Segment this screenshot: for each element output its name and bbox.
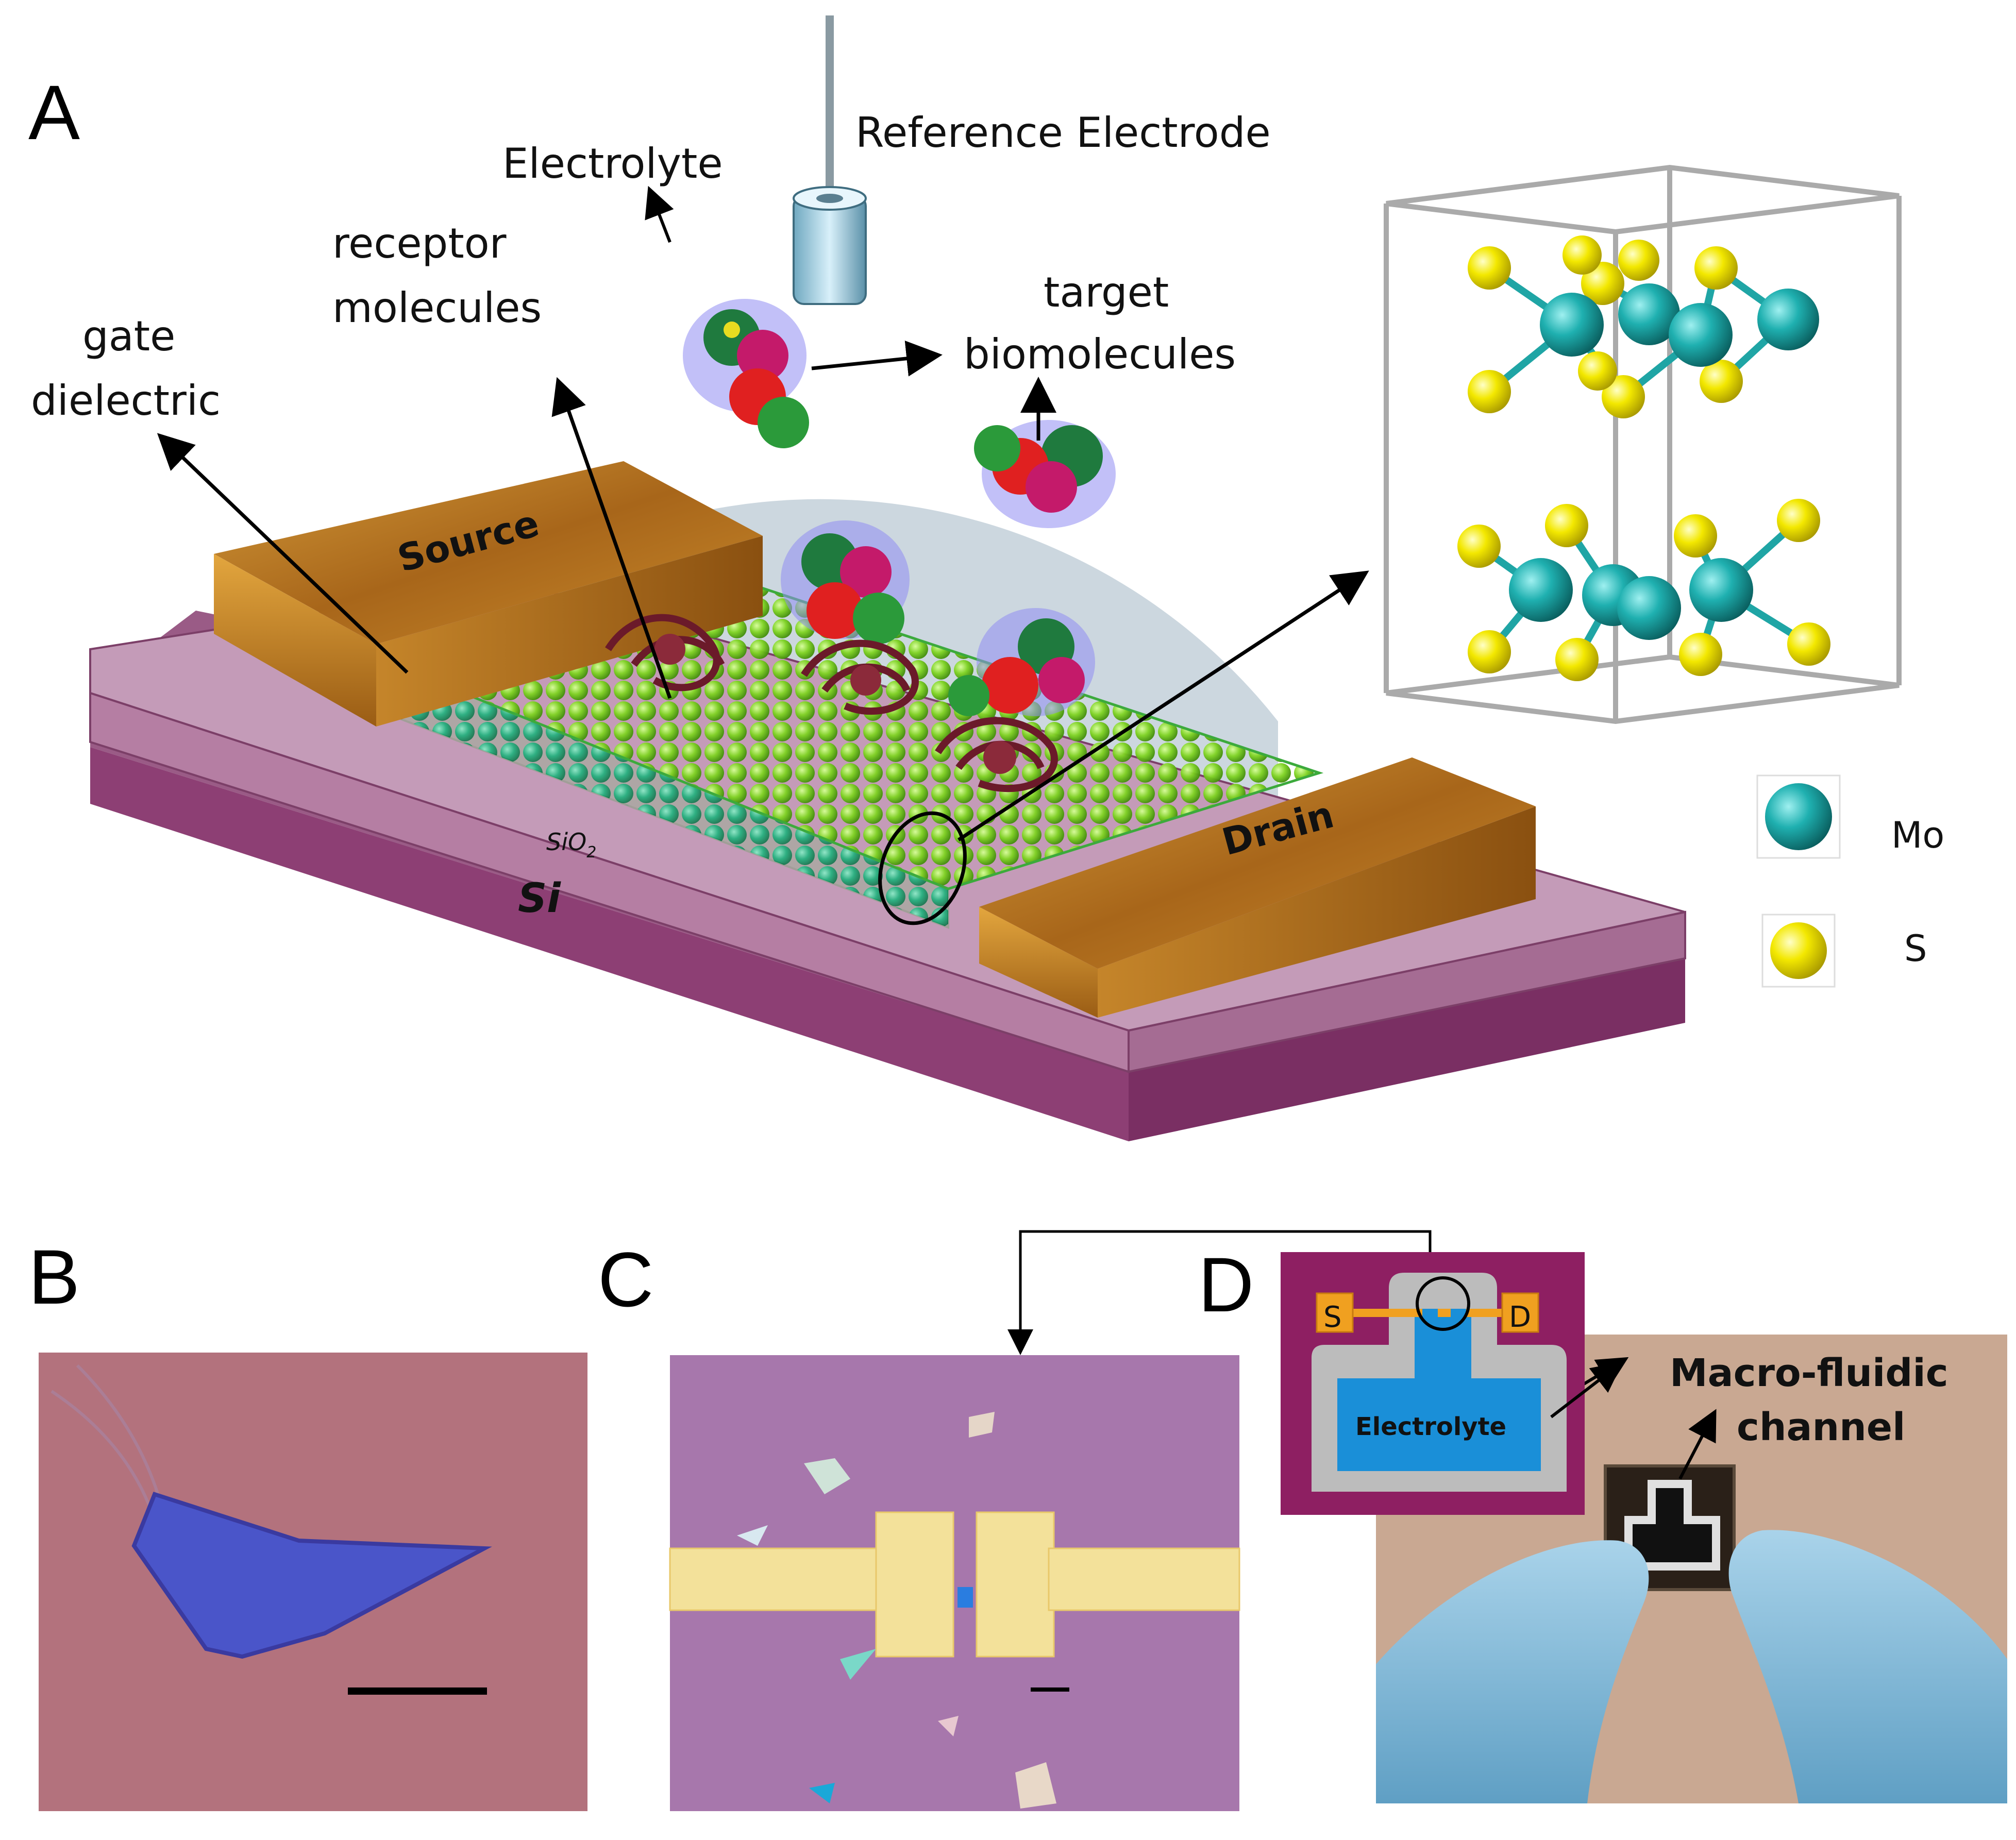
mos2-channel: [382, 578, 1324, 929]
panel-b-label: B: [28, 1234, 80, 1320]
electrode-pattern: [669, 1511, 1240, 1658]
sio2-subscript: 2: [586, 843, 596, 862]
si-label: Si: [518, 875, 561, 922]
reference-electrode-label: Reference Electrode: [855, 109, 1271, 157]
target-arrow-right: [811, 340, 943, 377]
glove-left: [1376, 1540, 1649, 1803]
bound-biomolecule-1: [781, 520, 910, 644]
gate-label-1: gate: [82, 312, 175, 360]
panel-a-label: A: [28, 69, 80, 156]
target-biomolecule-2: [974, 420, 1116, 528]
panel-b: B: [28, 1234, 587, 1811]
inset-electrolyte-label: Electrolyte: [1355, 1412, 1506, 1441]
target-label-2: biomolecules: [964, 330, 1236, 378]
reference-electrode: [793, 15, 867, 305]
scale-bar-b: [348, 1687, 487, 1695]
channel-arrow-2: [1678, 1409, 1717, 1480]
target-label-1: target: [1044, 268, 1169, 316]
receptor-label-1: receptor: [332, 220, 507, 267]
schematic-inset: [1281, 1252, 1623, 1515]
bound-biomolecule-2: [948, 608, 1095, 716]
receptor-label-2: molecules: [332, 284, 542, 332]
zoom-arrow: [957, 570, 1369, 841]
panel-a: A Reference Electrode Electrolyte recept…: [28, 15, 1944, 1141]
chip-channel-outline: [1624, 1480, 1720, 1571]
inset-d-label: D: [1509, 1301, 1531, 1334]
electrolyte-arrow: [645, 185, 674, 243]
channel-label-1: Macro-fluidic: [1670, 1351, 1948, 1395]
inset-s-label: S: [1323, 1301, 1342, 1334]
zoom-circle: [878, 811, 967, 925]
sio2-text: SiO: [546, 828, 586, 856]
legend: Mo S: [1756, 774, 1944, 988]
glove-right: [1728, 1530, 2007, 1803]
panel-c: C: [598, 1230, 1432, 1811]
debris-flakes: [737, 1412, 1056, 1809]
mos2-flake: [131, 1492, 492, 1659]
receptor-proteins: [605, 614, 1058, 792]
source-electrode: [214, 461, 763, 727]
panel-d-label: D: [1198, 1241, 1254, 1328]
panel-d: D Macro-fluidic channel S D Electrolyte: [1198, 1241, 2007, 1803]
channel-flake: [957, 1587, 973, 1608]
legend-s-label: S: [1904, 927, 1927, 970]
target-biomolecule-1: [683, 299, 809, 448]
sio2-label: SiO2: [546, 828, 596, 862]
gate-arrow: [157, 433, 409, 674]
drain-electrode: [979, 757, 1536, 1018]
scale-bar-c: [1031, 1687, 1069, 1692]
channel-label-2: channel: [1737, 1405, 1905, 1449]
electrolyte-label: Electrolyte: [502, 140, 723, 188]
legend-s-marker: [1770, 922, 1827, 979]
crystal-structure: [1384, 164, 1902, 724]
legend-mo-label: Mo: [1891, 814, 1944, 856]
legend-mo-marker: [1765, 783, 1832, 850]
panel-c-label: C: [598, 1236, 653, 1323]
gate-label-2: dielectric: [31, 377, 221, 425]
receptor-arrow: [551, 377, 672, 699]
